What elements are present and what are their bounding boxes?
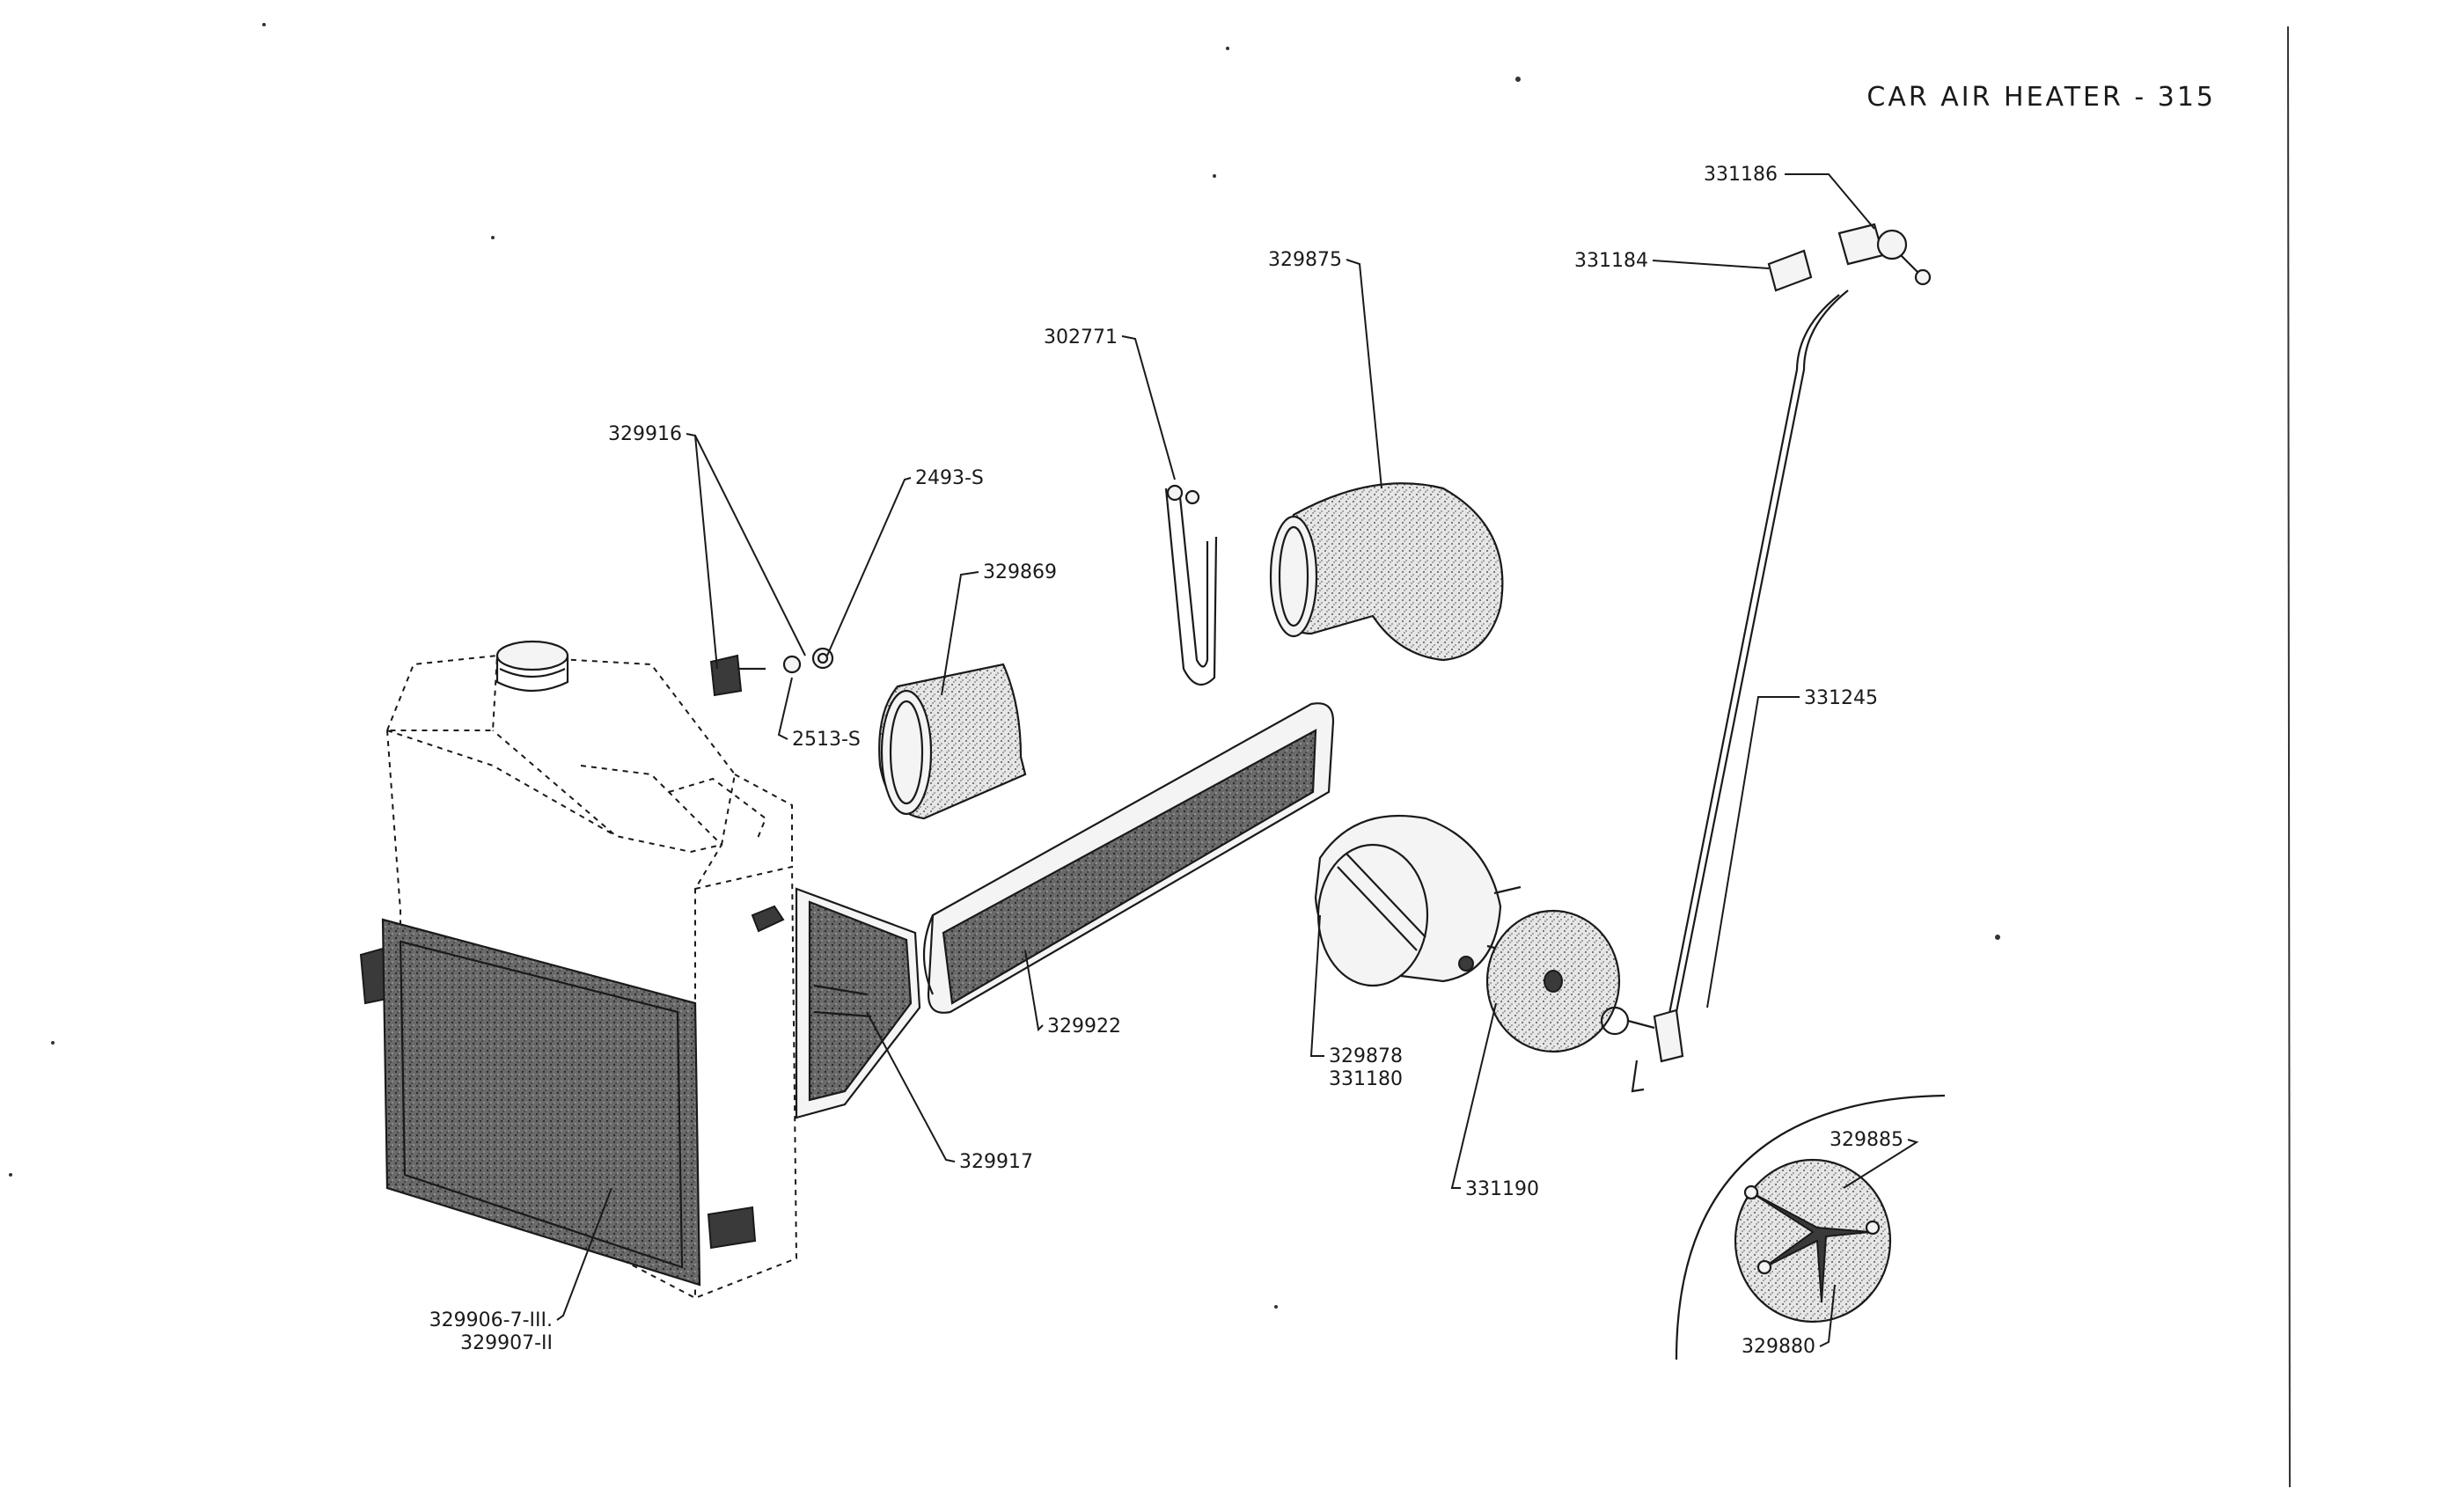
callout-331180: 331180	[1329, 1068, 1403, 1090]
callout-2493-s: 2493-S	[915, 467, 984, 489]
leader-lines	[556, 173, 1919, 1347]
clamp-302771	[1164, 484, 1218, 686]
control-knob-331186	[1767, 223, 1932, 292]
callout-302771: 302771	[1044, 326, 1118, 348]
callout-329907: 329907-II	[460, 1332, 553, 1354]
callout-329917: 329917	[959, 1151, 1033, 1173]
motor-329878	[1314, 814, 1522, 987]
adapter-329917	[751, 887, 921, 1119]
hose-329869	[878, 663, 1027, 820]
callout-331184: 331184	[1574, 250, 1648, 272]
callout-329880: 329880	[1742, 1336, 1815, 1358]
heater-housing	[385, 640, 798, 1300]
heater-core-front	[359, 918, 757, 1287]
fastener-329916	[709, 647, 834, 697]
callout-329878: 329878	[1329, 1045, 1403, 1067]
page-margin-rule	[2287, 26, 2291, 1488]
control-cable-331245	[1600, 290, 1849, 1093]
callout-329916: 329916	[608, 423, 682, 445]
callout-2513-s: 2513-S	[792, 729, 861, 751]
fan-disc-331190	[1485, 909, 1621, 1053]
callout-331190: 331190	[1465, 1178, 1539, 1200]
elbow-hose-329875	[1269, 482, 1504, 662]
page-title: CAR AIR HEATER - 315	[1866, 82, 2216, 113]
callout-331186: 331186	[1704, 164, 1778, 186]
inset-detail	[1675, 1094, 1946, 1360]
callout-329875: 329875	[1268, 249, 1342, 271]
callout-329885: 329885	[1830, 1129, 1903, 1151]
callout-329869: 329869	[983, 561, 1057, 583]
callout-329922: 329922	[1047, 1016, 1121, 1038]
callout-329906: 329906-7-III.	[429, 1309, 553, 1331]
callout-331245: 331245	[1804, 687, 1878, 709]
deflector-329922	[922, 702, 1335, 1014]
scan-specks	[9, 23, 2000, 1309]
